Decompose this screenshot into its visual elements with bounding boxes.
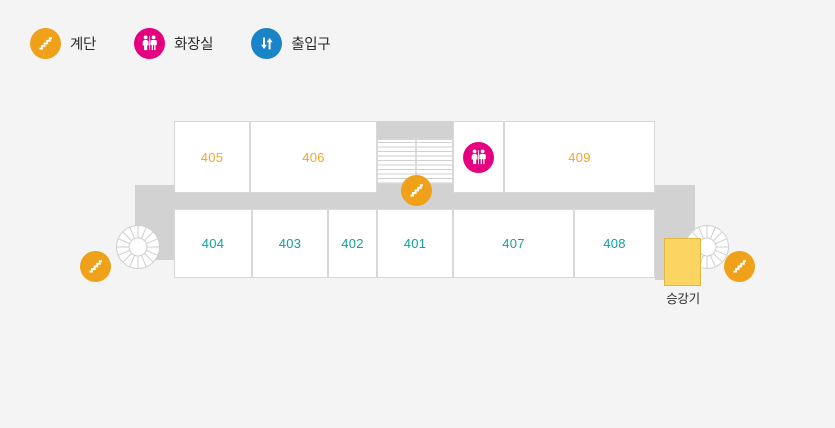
elevator-shaft[interactable] xyxy=(664,238,701,286)
spiral-staircase-left xyxy=(116,225,160,269)
room-label: 406 xyxy=(302,149,325,165)
legend-label-stairs: 계단 xyxy=(70,37,97,53)
room-409[interactable]: 409 xyxy=(504,121,655,193)
room-403[interactable]: 403 xyxy=(252,209,328,278)
stairs-icon xyxy=(410,184,423,197)
elevator-label: 승강기 xyxy=(666,292,700,306)
room-408[interactable]: 408 xyxy=(574,209,655,278)
legend-label-restroom: 화장실 xyxy=(174,37,214,53)
room-label: 405 xyxy=(200,149,224,165)
room-label: 401 xyxy=(403,236,427,251)
entrance-exit-icon xyxy=(251,28,283,59)
room-405[interactable]: 405 xyxy=(174,121,250,193)
legend: 계단 화장실 xyxy=(30,28,368,59)
room-402[interactable]: 402 xyxy=(328,209,377,278)
restroom-room[interactable] xyxy=(453,121,504,193)
restroom-marker[interactable] xyxy=(463,141,494,173)
stairs-marker-right[interactable] xyxy=(724,251,755,282)
legend-item-restroom: 화장실 xyxy=(134,28,214,59)
room-label: 404 xyxy=(201,236,225,251)
room-401[interactable]: 401 xyxy=(377,209,453,278)
room-label: 409 xyxy=(568,149,591,165)
room-407[interactable]: 407 xyxy=(453,209,574,278)
legend-item-stairs: 계단 xyxy=(30,28,96,59)
room-404[interactable]: 404 xyxy=(174,209,252,278)
legend-item-entrance-exit: 출입구 xyxy=(251,28,331,59)
restroom-icon xyxy=(471,149,486,164)
room-406[interactable]: 406 xyxy=(250,121,377,193)
stairwell-surround-top xyxy=(377,121,453,139)
room-label: 408 xyxy=(603,236,626,251)
room-label: 403 xyxy=(278,236,302,251)
stairs-icon xyxy=(733,260,746,273)
stairs-icon xyxy=(30,28,61,59)
restroom-icon xyxy=(134,28,166,59)
legend-label-entrance-exit: 출입구 xyxy=(291,37,331,53)
room-label: 407 xyxy=(502,236,525,251)
stairs-icon xyxy=(89,260,102,273)
stairs-marker-center[interactable] xyxy=(401,175,432,206)
room-label: 402 xyxy=(341,236,364,251)
stairs-marker-left[interactable] xyxy=(80,251,111,282)
